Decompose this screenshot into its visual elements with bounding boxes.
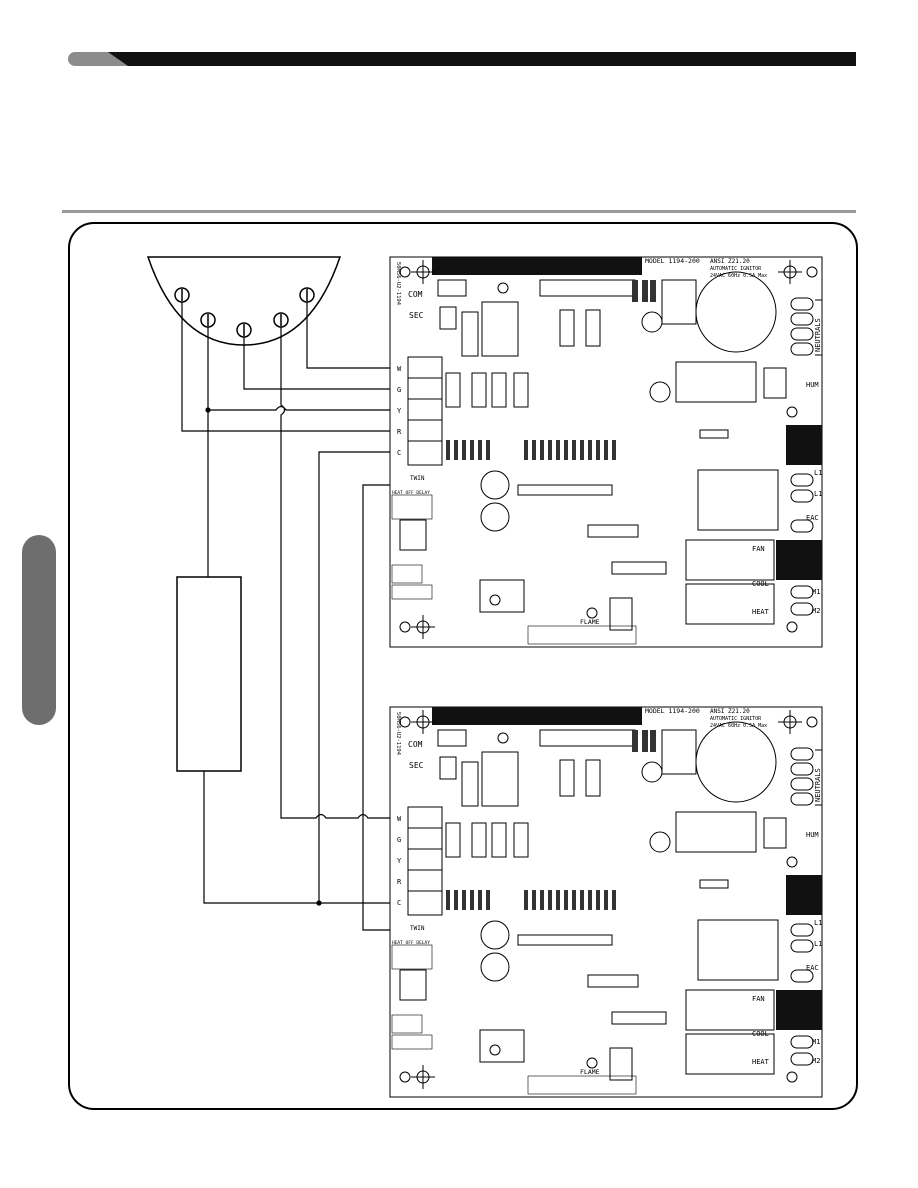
terminal-g: G xyxy=(397,836,401,844)
control-board-1: MODEL 1194-200 ANSI Z21.20 AUTOMATIC IGN… xyxy=(389,256,823,648)
control-board-2: MODEL 1194-200 ANSI Z21.20 AUTOMATIC IGN… xyxy=(389,706,823,1098)
m1-label: M1 xyxy=(812,588,820,596)
l1-label-b: L1 xyxy=(814,940,822,948)
hum-label: HUM xyxy=(806,831,819,839)
board-ansi: ANSI Z21.20 xyxy=(710,258,750,265)
twin-label: TWIN xyxy=(410,925,425,932)
terminal-r: R xyxy=(397,878,402,886)
terminal-g: G xyxy=(397,386,401,394)
transformer-box xyxy=(176,576,242,772)
l1-label-a: L1 xyxy=(814,919,822,927)
twin-label: TWIN xyxy=(410,475,425,482)
cool-label: COOL xyxy=(752,1030,769,1038)
l1-label-b: L1 xyxy=(814,490,822,498)
board-rating: 24VAC 60Hz 0.5A Max xyxy=(710,273,767,279)
board-com-label: COM xyxy=(408,290,423,299)
thermostat-terminal xyxy=(200,312,216,328)
hum-label: HUM xyxy=(806,381,819,389)
eac-label: EAC xyxy=(806,964,819,972)
board-model: MODEL 1194-200 xyxy=(645,257,700,265)
board-sec-label: SEC xyxy=(409,761,424,770)
cool-label: COOL xyxy=(752,580,769,588)
l1-label-a: L1 xyxy=(814,469,822,477)
fan-label: FAN xyxy=(752,545,765,553)
board-vertical-code: 50M56-U2-1194 xyxy=(395,712,401,756)
board-model: MODEL 1194-200 xyxy=(645,707,700,715)
board-com-label: COM xyxy=(408,740,423,749)
board-header-strip xyxy=(432,257,642,275)
board-ansi: ANSI Z21.20 xyxy=(710,708,750,715)
neutrals-label: NEUTRALS xyxy=(814,768,822,802)
heat-off-delay-title: HEAT OFF DELAY xyxy=(392,490,430,496)
flame-label: FLAME xyxy=(580,1068,600,1076)
wiring xyxy=(181,302,400,931)
m2-label: M2 xyxy=(812,1057,820,1065)
thermostat-terminal xyxy=(236,322,252,338)
terminal-c: C xyxy=(397,449,401,457)
side-tab xyxy=(22,535,56,725)
thermostat xyxy=(146,256,342,346)
m2-label: M2 xyxy=(812,607,820,615)
terminal-r: R xyxy=(397,428,402,436)
heat-label: HEAT xyxy=(752,608,770,616)
heat-off-delay-title: HEAT OFF DELAY xyxy=(392,940,430,946)
board-ignitor: AUTOMATIC IGNITOR xyxy=(710,266,762,272)
terminal-y: Y xyxy=(397,857,402,865)
section-divider xyxy=(62,210,856,213)
thermostat-terminal xyxy=(273,312,289,328)
board-rating: 24VAC 60Hz 0.5A Max xyxy=(710,723,767,729)
board-ignitor: AUTOMATIC IGNITOR xyxy=(710,716,762,722)
terminal-y: Y xyxy=(397,407,402,415)
thermostat-terminal xyxy=(174,287,190,303)
terminal-w: W xyxy=(397,815,402,823)
board-header-strip xyxy=(432,707,642,725)
board-sec-label: SEC xyxy=(409,311,424,320)
neutrals-label: NEUTRALS xyxy=(814,318,822,352)
fan-label: FAN xyxy=(752,995,765,1003)
diagram-frame xyxy=(68,222,858,1110)
section-header-bar xyxy=(68,52,856,66)
board-vertical-code: 50M56-U2-1194 xyxy=(395,262,401,306)
heat-label: HEAT xyxy=(752,1058,770,1066)
terminal-c: C xyxy=(397,899,401,907)
terminal-w: W xyxy=(397,365,402,373)
thermostat-terminal xyxy=(299,287,315,303)
m1-label: M1 xyxy=(812,1038,820,1046)
eac-label: EAC xyxy=(806,514,819,522)
flame-label: FLAME xyxy=(580,618,600,626)
